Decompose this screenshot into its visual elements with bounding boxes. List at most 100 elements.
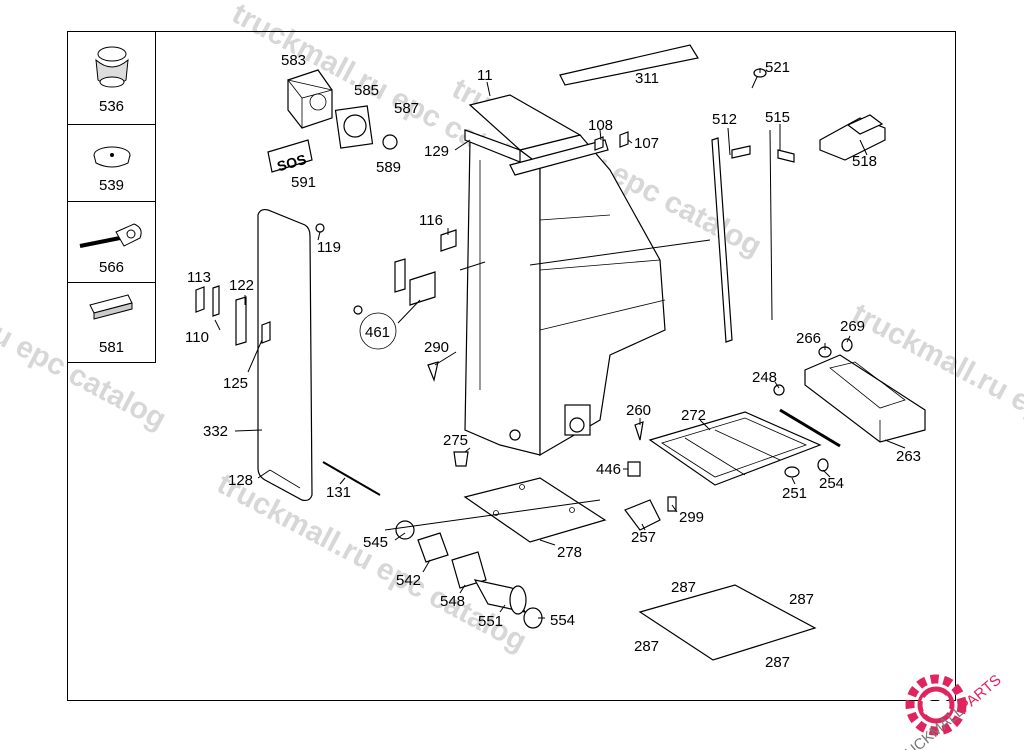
part-275-screw[interactable] [453,451,469,467]
part-107-bracket[interactable] [619,131,629,148]
part-461-bracket[interactable] [353,258,436,350]
part-269-washer[interactable] [841,338,853,352]
part-311-bar[interactable] [559,44,699,86]
callout-585: 585 [354,82,379,99]
part-128-door[interactable] [257,208,313,502]
legend-cell[interactable]: 581 [68,282,155,363]
callout-116: 116 [419,212,443,229]
leader-lines [214,68,906,619]
part-254-nut[interactable] [817,458,829,472]
callout-332: 332 [203,423,228,440]
callout-287: 287 [671,579,696,596]
callout-287: 287 [789,591,814,608]
legend-cell[interactable]: 536 [68,32,155,124]
callout-129: 129 [424,143,449,160]
legend-cell[interactable]: 566 [68,201,155,282]
callout-269: 269 [840,318,865,335]
part-260-screw[interactable] [634,421,644,441]
legend-number: 536 [98,98,125,115]
callout-521: 521 [765,59,790,76]
part-248-nut[interactable] [773,384,785,396]
callout-125: 125 [223,375,248,392]
cap-icon [93,146,131,168]
part-551-tube[interactable] [473,579,527,615]
callout-589: 589 [376,159,401,176]
part-251-bolt[interactable] [784,466,800,478]
part-548-flange[interactable] [451,551,487,589]
callout-512: 512 [712,111,737,128]
callout-551: 551 [478,613,503,630]
diagram-frame [67,31,956,701]
part-272-rod[interactable] [779,408,841,448]
callout-107: 107 [634,135,659,152]
callout-278: 278 [557,544,582,561]
callout-257: 257 [631,529,656,546]
part-589-ring[interactable] [382,134,398,150]
callout-272: 272 [681,407,706,424]
legend-number: 581 [98,339,125,356]
parts-legend: 536 539 566 581 [67,31,156,363]
legend-number: 539 [98,177,125,194]
part-257-holder[interactable] [624,499,661,531]
part-521-screw[interactable] [751,68,767,89]
legend-number: 566 [98,259,125,276]
part-512-hook[interactable] [731,145,751,159]
part-108-bracket[interactable] [594,136,604,151]
callout-591: 591 [291,174,316,191]
callout-254: 254 [819,475,844,492]
callout-545: 545 [363,534,388,551]
callout-290: 290 [424,339,449,356]
part-272-frame[interactable] [648,411,822,486]
part-545-gear[interactable] [395,520,415,540]
callout-583: 583 [281,52,306,69]
strip-icon [89,294,133,320]
legend-cell[interactable]: 539 [68,124,155,201]
callout-587: 587 [394,100,419,117]
part-287-panel[interactable] [638,584,817,661]
callout-299: 299 [679,509,704,526]
part-116-plate[interactable] [440,229,457,252]
part-583-box[interactable] [286,69,333,129]
part-591-sos-sign[interactable]: SOS [267,139,313,175]
callout-113: 113 [187,269,211,286]
key-icon [79,223,142,248]
callout-251: 251 [782,485,807,502]
part-113-catch[interactable] [195,286,205,313]
callout-446: 446 [596,461,621,478]
callout-11: 11 [477,67,493,84]
part-446-bolt[interactable] [627,461,641,477]
part-110-catch[interactable] [212,285,220,317]
callout-287: 287 [765,654,790,671]
part-122-hinge[interactable] [235,296,247,346]
part-587-lens[interactable] [343,114,367,138]
callout-287: 287 [634,638,659,655]
callout-515: 515 [765,109,790,126]
callout-128: 128 [228,472,253,489]
callout-131: 131 [326,484,351,501]
callout-110: 110 [185,329,209,346]
callout-260: 260 [626,402,651,419]
part-131-rod[interactable] [322,461,381,496]
part-515-rod[interactable] [769,129,773,321]
callout-248: 248 [752,369,777,386]
callout-518: 518 [852,153,877,170]
part-278-plate[interactable] [463,477,607,543]
part-125-pin[interactable] [261,321,271,344]
knob-icon [95,46,129,88]
part-119-plug[interactable] [315,223,325,233]
part-263-tray[interactable] [804,354,926,443]
callout-119: 119 [317,239,341,256]
part-512-rod[interactable] [711,137,733,343]
callout-548: 548 [440,593,465,610]
callout-108: 108 [588,117,613,134]
callout-266: 266 [796,330,821,347]
part-290-screw[interactable] [427,361,439,383]
cabinet-body[interactable] [464,94,666,457]
callout-461: 461 [365,324,390,341]
part-542-flange[interactable] [417,532,449,563]
callout-263: 263 [896,448,921,465]
sos-text: SOS [275,151,308,175]
part-518-latch[interactable] [819,114,886,161]
part-515-clip[interactable] [777,149,795,163]
